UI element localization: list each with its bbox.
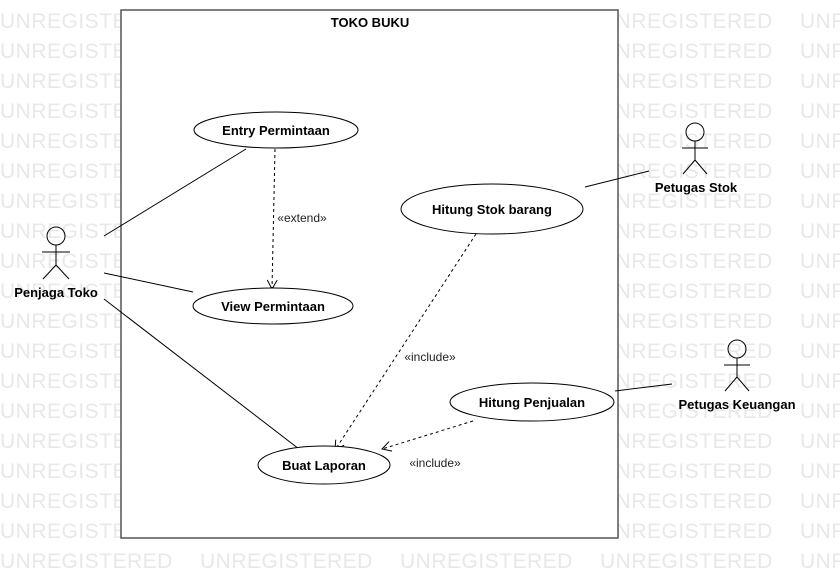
watermark-text: UNREGISTERED	[800, 40, 840, 63]
actor-petugas-stok[interactable]: Petugas Stok	[655, 122, 738, 195]
usecase-entry-permintaan[interactable]: Entry Permintaan	[193, 111, 359, 149]
watermark-text: UNREGISTERED	[800, 130, 840, 153]
watermark-text: UNREGISTERED	[600, 190, 773, 213]
usecase-label: Hitung Penjualan	[479, 395, 585, 410]
watermark-text: UNREGISTERED	[600, 100, 773, 123]
watermark-text: UNREGISTERED	[800, 400, 840, 423]
watermark-text: UNREGISTERED	[600, 310, 773, 333]
watermark-text: UNREGISTERED	[600, 250, 773, 273]
watermark-text: UNREGISTERED	[0, 550, 173, 573]
usecase-label: Hitung Stok barang	[432, 202, 552, 217]
watermark-text: UNREGISTERED	[800, 10, 840, 33]
usecase-label: View Permintaan	[221, 299, 325, 314]
usecase-hitung-stok-barang[interactable]: Hitung Stok barang	[400, 183, 584, 235]
watermark-text: UNREGISTERED	[600, 70, 773, 93]
watermark-text: UNREGISTERED	[800, 520, 840, 543]
system-title: TOKO BUKU	[331, 15, 409, 30]
stick-figure-icon	[724, 339, 750, 392]
include-label-penjualan: «include»	[409, 456, 461, 470]
watermark-text: UNREGISTERED	[600, 130, 773, 153]
watermark-text: UNREGISTERED	[800, 250, 840, 273]
watermark-text: UNREGISTERED	[800, 460, 840, 483]
actor-label: Petugas Stok	[655, 180, 738, 195]
assoc-penjaga-laporan	[103, 298, 300, 450]
watermark-text: UNREGISTERED	[600, 10, 773, 33]
watermark-text: UNREGISTERED	[800, 490, 840, 513]
actor-label: Penjaga Toko	[14, 285, 98, 300]
stick-figure-icon	[682, 122, 708, 175]
assoc-penjaga-view	[103, 272, 194, 293]
watermark-text: UNREGISTERED	[800, 310, 840, 333]
watermark-text: UNREGISTERED	[800, 370, 840, 393]
assoc-keuangan-penjualan	[614, 383, 673, 392]
watermark-text: UNREGISTERED	[200, 550, 373, 573]
actor-petugas-keuangan[interactable]: Petugas Keuangan	[678, 339, 796, 412]
include-arrow-stok	[334, 233, 477, 451]
watermark-text: UNREGISTERED	[800, 550, 840, 573]
include-arrow-penjualan	[381, 420, 474, 452]
watermark-text: UNREGISTERED	[600, 490, 773, 513]
usecase-label: Buat Laporan	[282, 458, 366, 473]
usecase-label: Entry Permintaan	[222, 123, 330, 138]
watermark-text: UNREGISTERED	[800, 70, 840, 93]
usecase-hitung-penjualan[interactable]: Hitung Penjualan	[449, 382, 615, 422]
watermark-text: UNREGISTERED	[800, 190, 840, 213]
extend-arrow	[266, 148, 278, 291]
actor-label: Petugas Keuangan	[678, 397, 795, 412]
watermark-text: UNREGISTERED	[800, 280, 840, 303]
include-label-stok: «include»	[404, 350, 456, 364]
watermark-text: UNREGISTERED	[600, 430, 773, 453]
watermark-text: UNREGISTERED	[600, 340, 773, 363]
stick-figure-icon	[42, 226, 70, 280]
watermark-text: UNREGISTERED	[800, 430, 840, 453]
usecase-buat-laporan[interactable]: Buat Laporan	[257, 445, 391, 485]
assoc-penjaga-entry	[103, 148, 247, 237]
watermark-text: UNREGISTERED	[600, 400, 773, 423]
watermark-text: UNREGISTERED	[800, 220, 840, 243]
watermark-text: UNREGISTERED	[600, 160, 773, 183]
extend-label: «extend»	[277, 211, 327, 225]
watermark-text: UNREGISTERED	[800, 160, 840, 183]
watermark-text: UNREGISTERED	[800, 340, 840, 363]
system-boundary	[120, 9, 619, 539]
watermark-text: UNREGISTERED	[400, 550, 573, 573]
watermark-text: UNREGISTERED	[800, 100, 840, 123]
watermark-text: UNREGISTERED	[600, 280, 773, 303]
watermark-text: UNREGISTERED	[600, 40, 773, 63]
watermark-text: UNREGISTERED	[600, 220, 773, 243]
watermark-text: UNREGISTERED	[600, 520, 773, 543]
actor-penjaga-toko[interactable]: Penjaga Toko	[14, 226, 98, 300]
watermark-text: UNREGISTERED	[600, 460, 773, 483]
assoc-stok-hitungstok	[584, 170, 650, 188]
usecase-view-permintaan[interactable]: View Permintaan	[192, 287, 354, 325]
watermark-text: UNREGISTERED	[600, 550, 773, 573]
